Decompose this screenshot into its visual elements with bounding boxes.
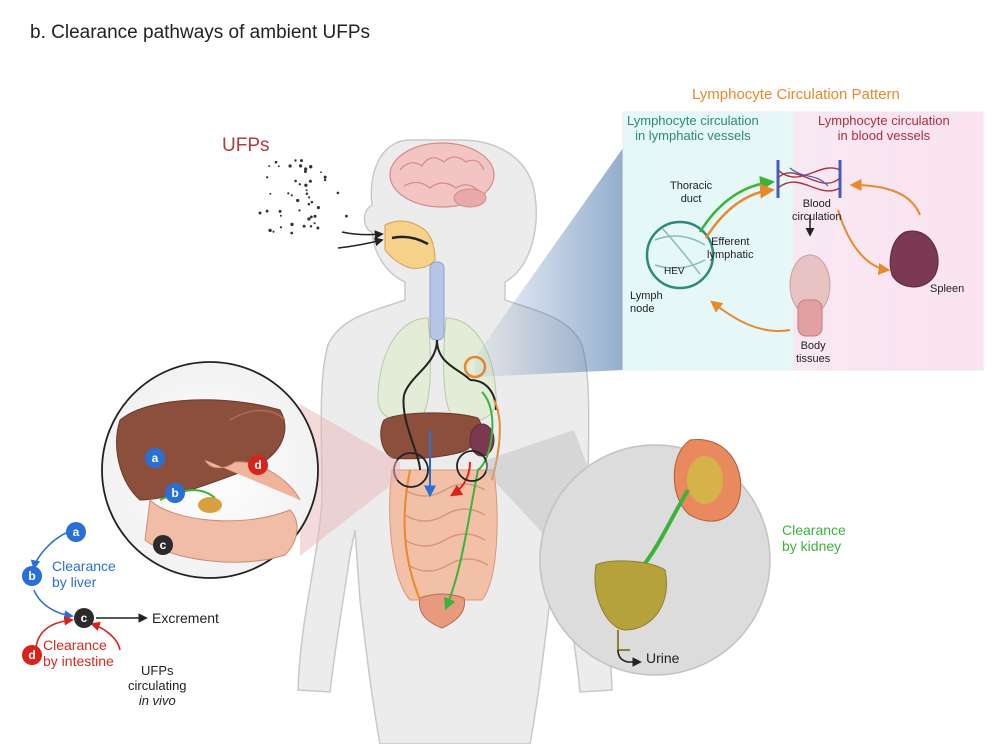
lymphocyte-inset-panel — [622, 111, 984, 371]
ufp-particle — [296, 198, 300, 203]
inset-title: Lymphocyte Circulation Pattern — [692, 86, 900, 103]
ufp-particle — [290, 231, 294, 235]
ufp-particle — [299, 164, 303, 168]
inhale-arrow-1 — [341, 230, 384, 240]
ufp-particle — [268, 165, 271, 168]
inhale-arrow-2 — [337, 237, 384, 249]
ufp-particle — [307, 217, 311, 221]
liver-marker-b: b — [165, 483, 185, 503]
ufp-particle-cloud — [258, 159, 348, 235]
flow-marker-d: d — [22, 645, 42, 665]
ufp-particle — [309, 215, 313, 219]
hev-label: HEV — [664, 266, 685, 277]
liver-zoom-connector — [300, 404, 400, 556]
ufp-particle — [278, 209, 282, 213]
ufp-particle — [277, 165, 280, 168]
ufp-particle — [290, 222, 294, 227]
ufp-particle — [307, 202, 311, 206]
ufp-particle — [279, 226, 283, 229]
ufp-particle — [323, 175, 327, 179]
ufp-particle — [269, 192, 272, 195]
trachea — [429, 261, 445, 341]
blood-heading: Lymphocyte circulation in blood vessels — [818, 113, 950, 143]
ufp-particle — [258, 211, 262, 215]
kidney-zoom — [539, 438, 771, 676]
ufp-particle — [272, 230, 275, 233]
intestine-marker-circle — [456, 450, 488, 482]
flow-marker-b: b — [22, 566, 42, 586]
liver-marker-c: c — [153, 535, 173, 555]
blood-circulation-label: Blood circulation — [792, 198, 842, 223]
brain — [389, 142, 495, 208]
lungs — [377, 317, 497, 422]
ufp-particle — [305, 192, 309, 196]
ufp-particle — [308, 179, 312, 183]
clearance-flow-arrows — [30, 531, 148, 651]
ufps-label: UFPs — [222, 135, 270, 156]
ufp-particle — [323, 178, 327, 182]
thoracic-duct-label: Thoracic duct — [670, 180, 713, 205]
ufp-particle — [298, 209, 301, 212]
intestines — [389, 469, 498, 601]
liver-marker-d: d — [248, 455, 268, 475]
clearance-by-intestine-label: Clearance by intestine — [43, 637, 114, 670]
ufp-particle — [266, 176, 269, 179]
ufp-particle — [313, 222, 316, 225]
ufp-particle — [288, 164, 292, 168]
ufp-particle — [336, 191, 340, 195]
spleen-label: Spleen — [930, 283, 965, 295]
ufp-particle — [268, 228, 272, 233]
ufp-particle — [274, 160, 278, 164]
ufp-particle — [309, 165, 313, 169]
lymphatic-heading: Lymphocyte circulation in lymphatic vess… — [627, 113, 759, 143]
flow-marker-c: c — [74, 608, 94, 628]
ufp-particle — [313, 214, 317, 218]
body-tissues-label: Body tissues — [796, 340, 831, 365]
ufp-particle — [287, 192, 290, 195]
ufp-particle — [290, 194, 293, 197]
ufp-particle — [302, 224, 306, 228]
ufp-particle — [316, 206, 320, 210]
nasal-region — [384, 220, 436, 269]
ufp-particle — [279, 214, 282, 217]
ufp-particle — [294, 179, 297, 183]
liver-marker-a: a — [145, 448, 165, 468]
clearance-by-kidney-label: Clearance by kidney — [782, 522, 846, 555]
ufp-particle — [309, 225, 313, 228]
ufp-particle — [265, 209, 269, 213]
urine-label: Urine — [646, 650, 680, 666]
clearance-by-liver-label: Clearance by liver — [52, 558, 116, 591]
ufp-particle — [299, 159, 304, 163]
ufp-particle — [298, 183, 301, 186]
lymph-node-label: Lymph node — [630, 290, 663, 315]
flow-marker-a: a — [66, 522, 86, 542]
ufps-circulating-label: UFPs circulating in vivo — [128, 663, 187, 708]
ufp-particle — [316, 226, 320, 230]
ufp-particle — [304, 167, 308, 171]
efferent-lymphatic-label: Efferent lymphatic — [707, 236, 754, 261]
ufp-particle — [303, 169, 307, 174]
inset-connector-cone — [475, 148, 623, 377]
figure-title: b. Clearance pathways of ambient UFPs — [30, 22, 371, 43]
liver-zoom — [101, 361, 319, 579]
ufp-particle — [294, 159, 297, 162]
ufp-particle — [308, 196, 311, 199]
ufp-particle — [320, 171, 322, 174]
ufp-particle — [304, 183, 308, 187]
excrement-label: Excrement — [152, 610, 219, 626]
ufp-particle — [305, 189, 308, 192]
ufp-particle — [344, 214, 348, 218]
ufp-particle — [310, 200, 314, 204]
